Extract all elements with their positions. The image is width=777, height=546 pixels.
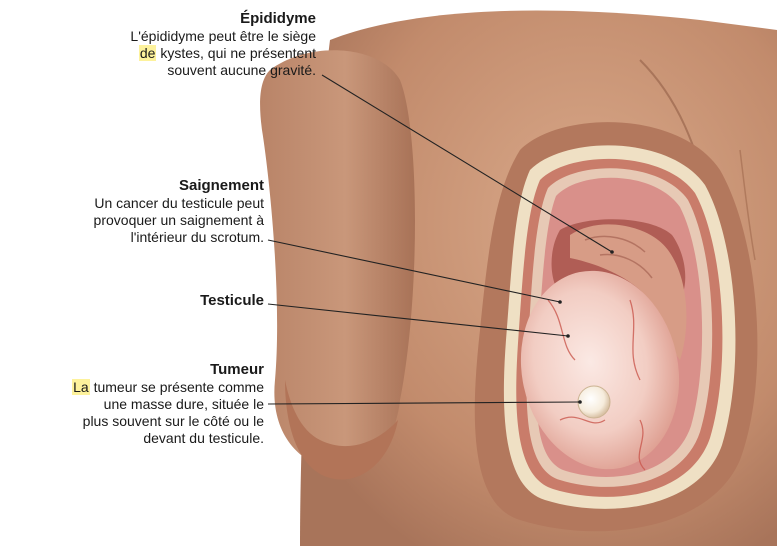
label-saignement: Saignement Un cancer du testicule peut p… xyxy=(0,177,264,246)
penis-shaft xyxy=(260,50,415,472)
label-text: tumeur se présente comme xyxy=(90,379,264,395)
label-title: Épididyme xyxy=(0,10,316,28)
label-text-line: La tumeur se présente comme xyxy=(0,379,264,396)
label-epididyme: Épididyme L'épididyme peut être le siège… xyxy=(0,10,316,79)
label-text: kystes, qui ne présentent xyxy=(156,45,316,61)
label-title: Testicule xyxy=(0,292,264,310)
tumor-fill xyxy=(578,386,610,418)
highlighted-word: de xyxy=(139,45,157,61)
label-text-line: plus souvent sur le côté ou le xyxy=(0,413,264,430)
leader-dot xyxy=(558,300,562,304)
label-title: Saignement xyxy=(0,177,264,195)
label-text-line: Un cancer du testicule peut xyxy=(0,195,264,212)
leader-dot xyxy=(578,400,582,404)
label-text-line: l'intérieur du scrotum. xyxy=(0,229,264,246)
label-testicule: Testicule xyxy=(0,292,264,310)
label-text-line: de kystes, qui ne présentent xyxy=(0,45,316,62)
highlighted-word: La xyxy=(72,379,90,395)
label-title: Tumeur xyxy=(0,361,264,379)
label-text-line: devant du testicule. xyxy=(0,430,264,447)
label-text-line: provoquer un saignement à xyxy=(0,212,264,229)
label-text-line: souvent aucune gravité. xyxy=(0,62,316,79)
label-text-line: L'épididyme peut être le siège xyxy=(0,28,316,45)
leader-dot xyxy=(566,334,570,338)
label-text-line: une masse dure, située le xyxy=(0,396,264,413)
leader-dot xyxy=(610,250,614,254)
label-tumeur: Tumeur La tumeur se présente comme une m… xyxy=(0,361,264,447)
